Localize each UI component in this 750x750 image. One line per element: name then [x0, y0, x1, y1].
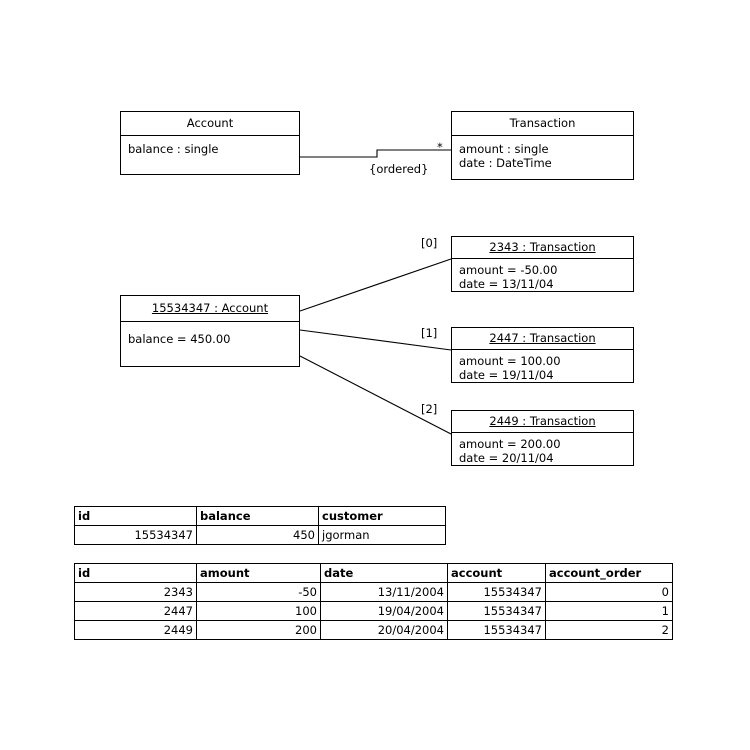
object-slots-transaction-2: amount = 200.00 date = 20/11/04: [452, 433, 633, 465]
table-cell-id[interactable]: 2447: [74, 601, 197, 621]
column-header-amount[interactable]: amount: [196, 563, 321, 583]
table-cell-customer[interactable]: jgorman: [318, 525, 446, 545]
class-attributes-transaction: amount : single date : DateTime: [452, 136, 633, 170]
column-header-balance[interactable]: balance: [196, 506, 319, 526]
table-cell-account[interactable]: 15534347: [447, 601, 546, 621]
object-slots-transaction-0: amount = -50.00 date = 13/11/04: [452, 259, 633, 291]
table-cell-account[interactable]: 15534347: [447, 620, 546, 640]
table-cell-account_order[interactable]: 0: [545, 582, 673, 602]
object-box-transaction-2[interactable]: 2449 : Transaction amount = 200.00 date …: [451, 410, 634, 466]
column-header-id[interactable]: id: [74, 563, 197, 583]
column-header-id[interactable]: id: [74, 506, 197, 526]
column-header-account[interactable]: account: [447, 563, 546, 583]
link-index-label-1: [1]: [421, 326, 438, 340]
table-cell-balance[interactable]: 450: [196, 525, 319, 545]
link-account-transaction-0: [299, 258, 452, 312]
column-header-customer[interactable]: customer: [318, 506, 446, 526]
object-slots-transaction-1: amount = 100.00 date = 19/11/04: [452, 350, 633, 382]
class-attribute: balance : single: [128, 142, 219, 156]
object-name-transaction-0: 2343 : Transaction: [452, 237, 633, 259]
table-cell-account_order[interactable]: 1: [545, 601, 673, 621]
table-cell-amount[interactable]: -50: [196, 582, 321, 602]
object-box-transaction-0[interactable]: 2343 : Transaction amount = -50.00 date …: [451, 236, 634, 292]
class-attribute: amount : single: [459, 142, 549, 156]
table-cell-date[interactable]: 19/04/2004: [320, 601, 448, 621]
class-box-account[interactable]: Account balance : single: [120, 111, 300, 175]
object-slot: date = 13/11/04: [459, 277, 554, 291]
class-box-transaction[interactable]: Transaction amount : single date : DateT…: [451, 111, 634, 180]
table-cell-account[interactable]: 15534347: [447, 582, 546, 602]
table-cell-date[interactable]: 13/11/2004: [320, 582, 448, 602]
table-cell-id[interactable]: 15534347: [74, 525, 197, 545]
multiplicity-label-star: *: [437, 140, 443, 154]
object-slot: date = 20/11/04: [459, 451, 554, 465]
class-name-account: Account: [121, 112, 299, 136]
table-cell-date[interactable]: 20/04/2004: [320, 620, 448, 640]
table-cell-id[interactable]: 2343: [74, 582, 197, 602]
object-slot: date = 19/11/04: [459, 368, 554, 382]
object-name-account: 15534347 : Account: [121, 296, 299, 322]
object-box-account[interactable]: 15534347 : Account balance = 450.00: [120, 295, 300, 367]
link-index-label-0: [0]: [421, 236, 438, 250]
object-box-transaction-1[interactable]: 2447 : Transaction amount = 100.00 date …: [451, 327, 634, 383]
object-slot: amount = 100.00: [459, 354, 561, 368]
table-cell-id[interactable]: 2449: [74, 620, 197, 640]
class-attribute: date : DateTime: [459, 156, 552, 170]
table-cell-amount[interactable]: 200: [196, 620, 321, 640]
object-slot: amount = -50.00: [459, 263, 558, 277]
object-slot: amount = 200.00: [459, 437, 561, 451]
table-cell-account_order[interactable]: 2: [545, 620, 673, 640]
table-cell-amount[interactable]: 100: [196, 601, 321, 621]
association-line-account-transaction: [300, 149, 451, 158]
class-attributes-account: balance : single: [121, 136, 299, 156]
link-index-label-2: [2]: [421, 402, 438, 416]
class-name-transaction: Transaction: [452, 112, 633, 136]
column-header-date[interactable]: date: [320, 563, 448, 583]
object-slots-account: balance = 450.00: [121, 322, 299, 346]
link-account-transaction-2: [299, 355, 452, 435]
object-name-transaction-1: 2447 : Transaction: [452, 328, 633, 350]
object-slot: balance = 450.00: [128, 332, 231, 346]
column-header-account_order[interactable]: account_order: [545, 563, 673, 583]
constraint-label-ordered: {ordered}: [369, 162, 429, 176]
object-name-transaction-2: 2449 : Transaction: [452, 411, 633, 433]
